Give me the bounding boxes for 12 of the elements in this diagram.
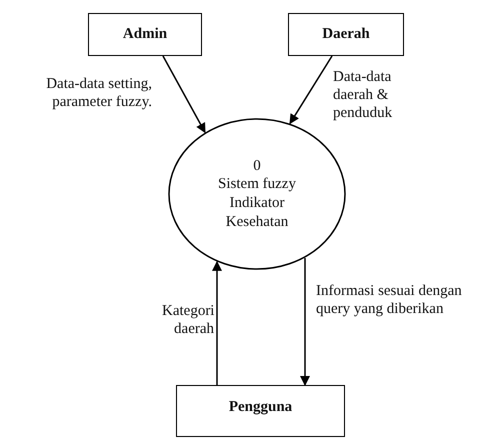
arrow <box>300 258 310 386</box>
process-label: 0 <box>252 156 262 176</box>
entity-name: Pengguna <box>228 398 292 417</box>
entity-name: Daerah <box>322 25 370 44</box>
process-label: Sistem fuzzy Indikator Kesehatan <box>217 175 297 232</box>
arrow <box>162 56 206 134</box>
entity-name: Admin <box>122 25 168 44</box>
arrow <box>212 260 222 385</box>
entity-box <box>88 13 202 56</box>
arrow <box>289 56 333 124</box>
entity-box <box>288 13 404 56</box>
entity-box <box>176 385 345 437</box>
